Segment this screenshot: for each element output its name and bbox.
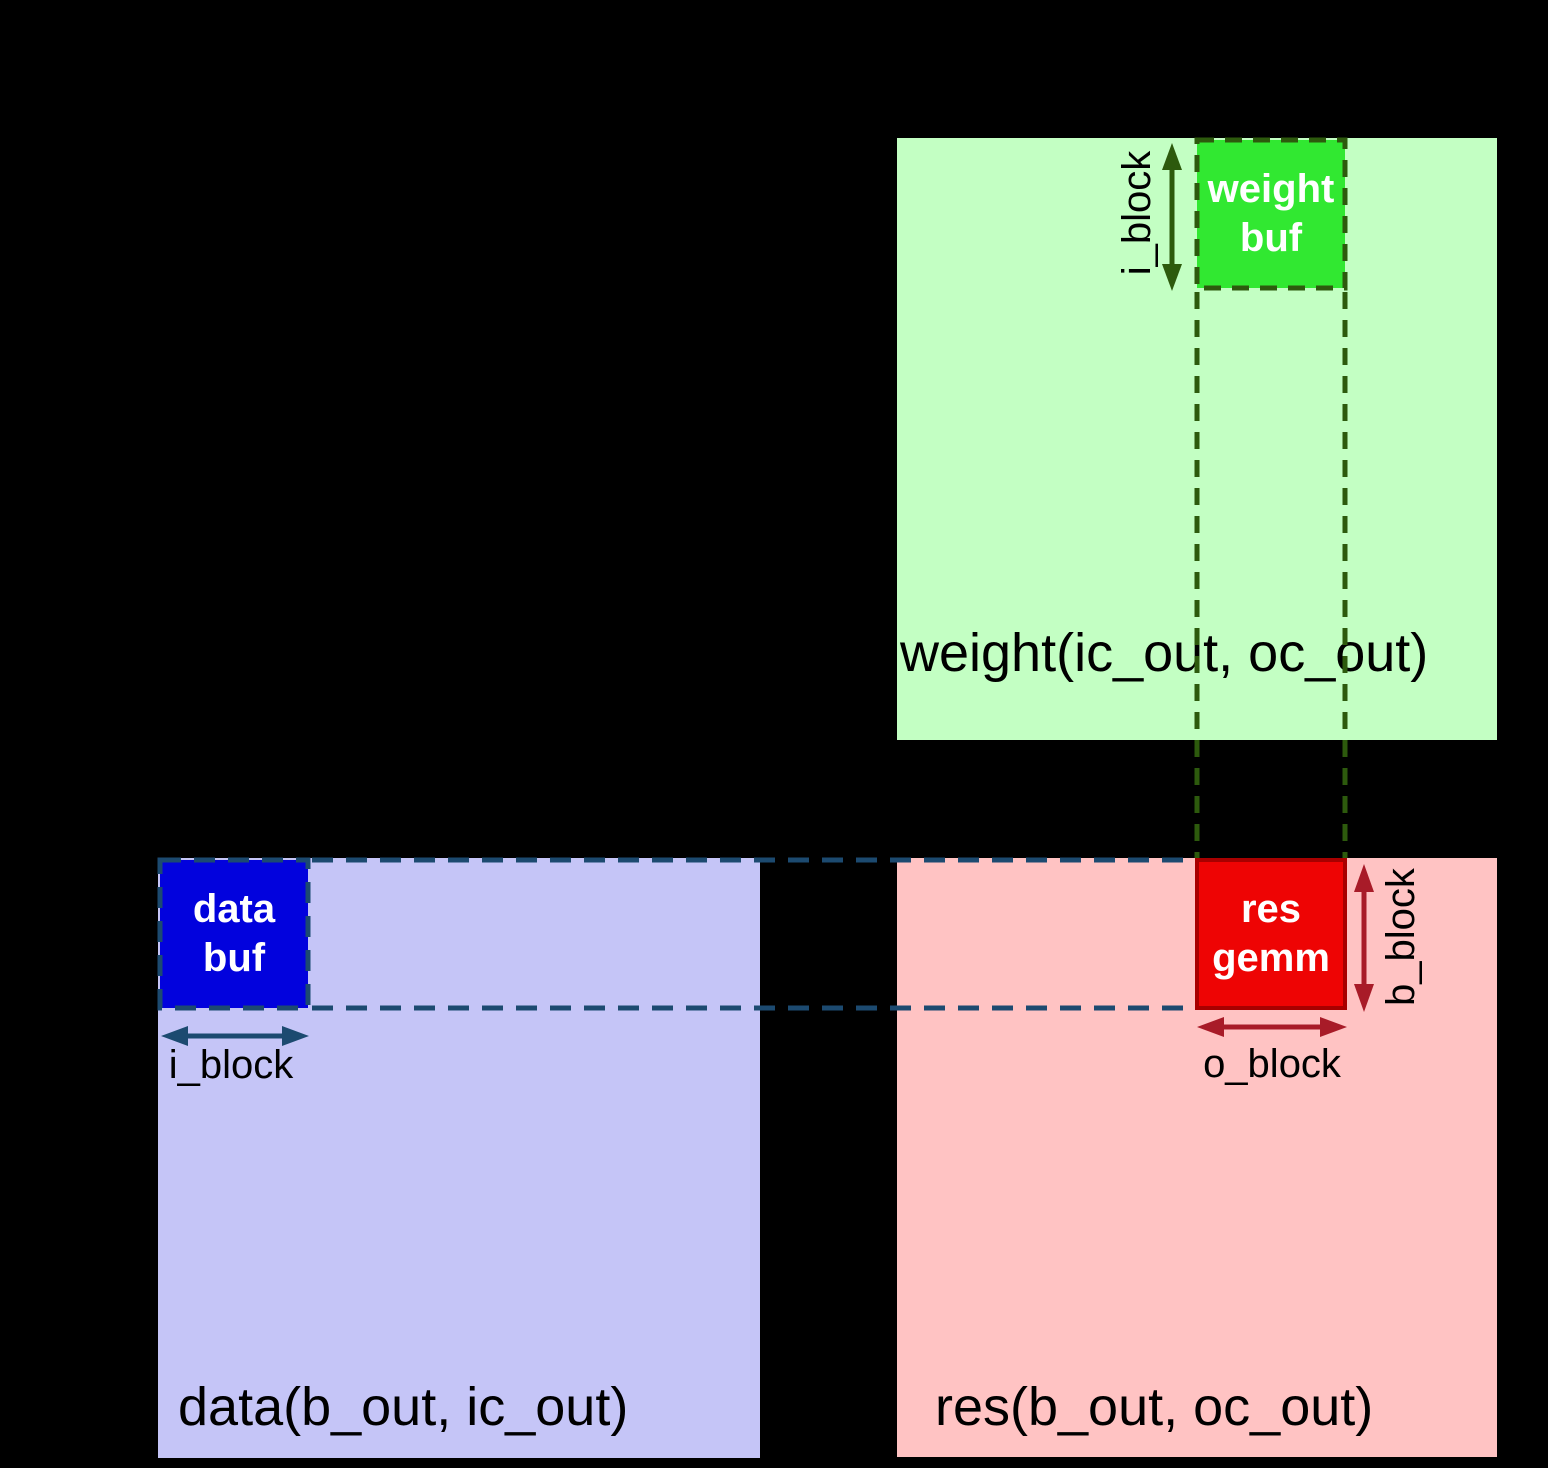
data-matrix-label: data(b_out, ic_out)	[178, 1377, 629, 1437]
data-buf-label-line1: data	[192, 887, 276, 932]
o-block-label-res: o_block	[1203, 1042, 1341, 1086]
data-buf-block: data buf	[160, 860, 308, 1008]
i-block-label-data: i_block	[168, 1043, 294, 1087]
weight-buf-label-line2: buf	[1239, 216, 1303, 260]
weight-buf-block: weight buf	[1197, 140, 1345, 288]
data-buf-label-line2: buf	[202, 936, 266, 980]
res-gemm-label-line2: gemm	[1212, 936, 1330, 980]
res-matrix-label: res(b_out, oc_out)	[935, 1377, 1374, 1437]
res-gemm-label-line1: res	[1240, 887, 1302, 932]
res-gemm-block: res gemm	[1195, 858, 1347, 1010]
weight-matrix-label: weight(ic_out, oc_out)	[900, 623, 1429, 683]
i-block-label-weight: i_block	[1115, 150, 1159, 276]
weight-buf-label-line1: weight	[1207, 167, 1335, 212]
b-block-label-res: b_block	[1379, 868, 1423, 1006]
